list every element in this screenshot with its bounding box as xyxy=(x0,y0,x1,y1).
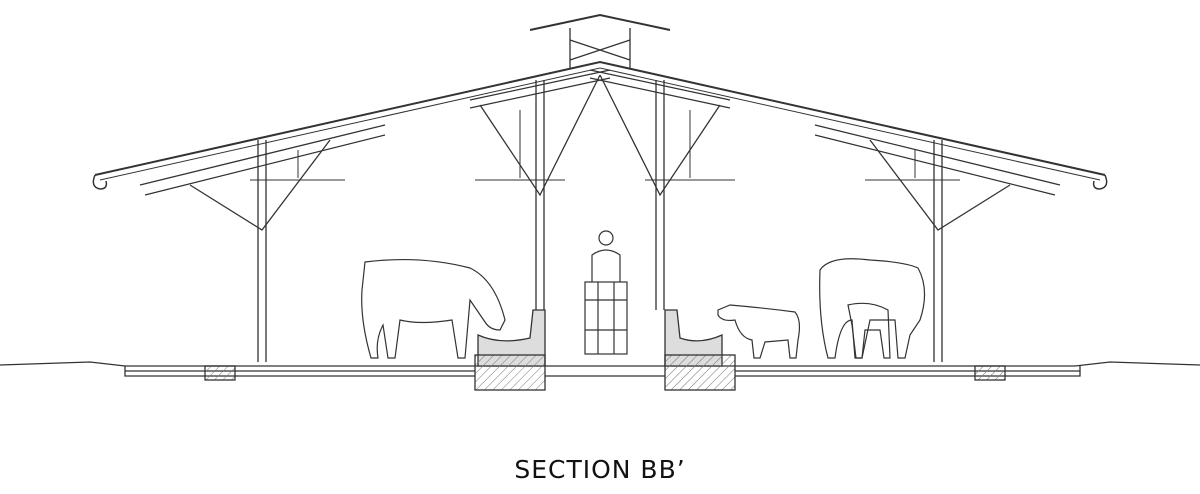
person-with-cart xyxy=(584,230,628,355)
section-title: SECTION BB’ xyxy=(514,455,686,484)
cow-left xyxy=(361,258,506,359)
feed-trough-left xyxy=(474,309,546,391)
calf xyxy=(717,304,801,359)
ridge-vent xyxy=(529,13,671,68)
ceiling-fans xyxy=(250,110,960,181)
trusses xyxy=(139,69,1061,231)
columns xyxy=(257,80,943,362)
cow-right-with-calf xyxy=(819,258,926,359)
feed-trough-right xyxy=(664,309,736,391)
roof xyxy=(92,60,1108,190)
ground-line xyxy=(0,361,1200,381)
